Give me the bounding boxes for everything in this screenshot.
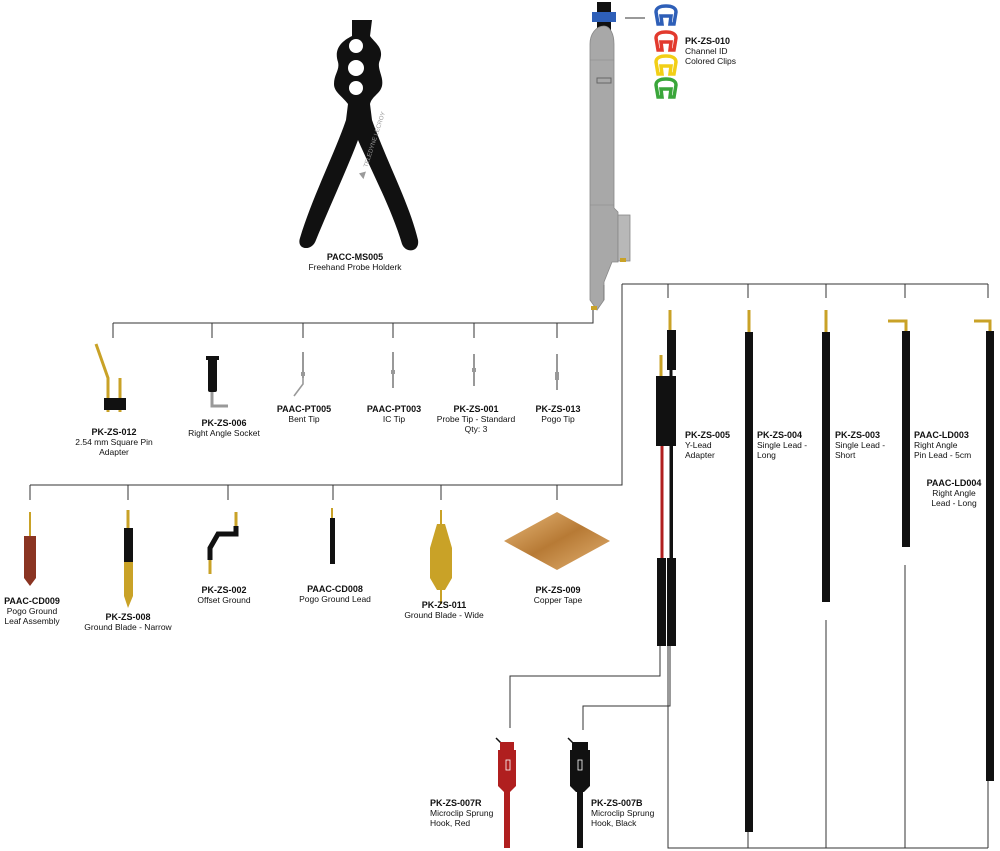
label-paac-pt003: PAAC-PT003 IC Tip <box>366 404 422 424</box>
label-pk-zs-007b: PK-ZS-007B Microclip Sprung Hook, Black <box>591 798 655 828</box>
label-paac-cd008: PAAC-CD008 Pogo Ground Lead <box>299 584 371 604</box>
label-pk-zs-007r: PK-ZS-007R Microclip Sprung Hook, Red <box>430 798 494 828</box>
label-pk-zs-001: PK-ZS-001 Probe Tip - Standard Qty: 3 <box>436 404 516 434</box>
label-paac-pt005: PAAC-PT005 Bent Tip <box>276 404 332 424</box>
pogo-ground-leaf-image <box>24 512 36 586</box>
label-pk-zs-002: PK-ZS-002 Offset Ground <box>197 585 251 605</box>
microclip-red-image <box>495 737 516 848</box>
channel-id-clips-image <box>654 4 678 99</box>
right-angle-socket-image <box>206 356 228 408</box>
right-angle-pin-lead-image <box>888 319 910 547</box>
square-pin-adapter-image <box>94 343 126 412</box>
label-pk-zs-010: PK-ZS-010 Channel ID Colored Clips <box>685 36 737 66</box>
label-pk-zs-012: PK-ZS-012 2.54 mm Square Pin Adapter <box>75 427 153 457</box>
connector-lines <box>29 17 989 849</box>
single-lead-long-image <box>745 310 753 832</box>
offset-ground-image <box>207 512 239 574</box>
label-pk-zs-013: PK-ZS-013 Pogo Tip <box>535 404 581 424</box>
pogo-tip-image <box>555 354 559 390</box>
label-pk-zs-005: PK-ZS-005 Y-Lead Adapter <box>685 430 731 460</box>
label-pk-zs-011: PK-ZS-011 Ground Blade - Wide <box>404 600 484 620</box>
bent-tip-image <box>293 352 305 397</box>
label-pacc-ms005: PACC-MS005 Freehand Probe Holderk <box>308 252 402 272</box>
label-paac-ld004: PAAC-LD004 Right Angle Lead - Long <box>926 478 982 508</box>
ground-blade-wide-image <box>430 510 452 604</box>
probe-tip-standard-image <box>472 354 476 386</box>
ground-blade-narrow-image <box>124 510 133 608</box>
label-paac-ld003: PAAC-LD003 Right Angle Pin Lead - 5cm <box>914 430 972 460</box>
microclip-black-image <box>567 737 590 848</box>
label-pk-zs-008: PK-ZS-008 Ground Blade - Narrow <box>84 612 172 632</box>
right-angle-lead-long-image <box>974 319 994 781</box>
label-pk-zs-003: PK-ZS-003 Single Lead - Short <box>835 430 886 460</box>
label-pk-zs-009: PK-ZS-009 Copper Tape <box>533 585 583 605</box>
pogo-ground-lead-image <box>330 508 335 564</box>
probe-body-image <box>589 2 631 311</box>
copper-tape-image <box>504 512 610 570</box>
label-pk-zs-006: PK-ZS-006 Right Angle Socket <box>188 418 260 438</box>
label-paac-cd009: PAAC-CD009 Pogo Ground Leaf Assembly <box>4 596 60 626</box>
ic-tip-image <box>391 352 395 388</box>
freehand-probe-holder-image: TELEDYNE LECROY <box>299 20 419 251</box>
single-lead-short-image <box>822 310 830 602</box>
label-pk-zs-004: PK-ZS-004 Single Lead - Long <box>757 430 808 460</box>
y-lead-adapter-image <box>656 310 676 646</box>
